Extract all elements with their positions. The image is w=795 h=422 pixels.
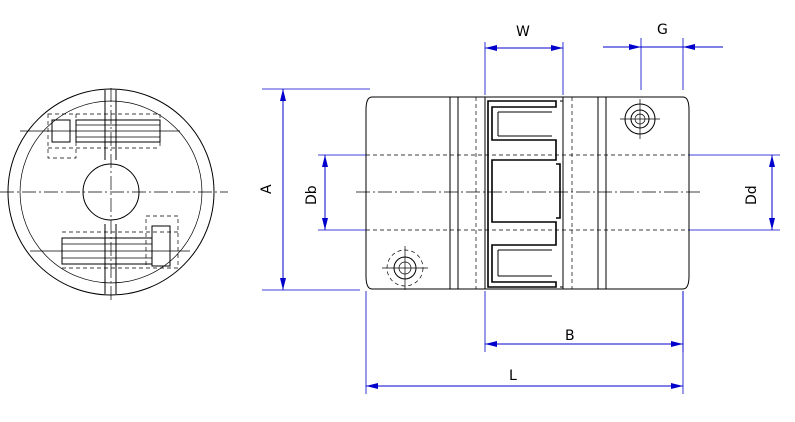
- top-clamp-screw: [20, 113, 180, 159]
- dimension-label-l: L: [509, 368, 517, 384]
- dimension-label-db: Db: [304, 185, 320, 205]
- dimension-label-b: B: [565, 328, 575, 344]
- side-view: [356, 96, 700, 290]
- dimension-label-dd: Dd: [744, 185, 760, 205]
- set-screw-bottom: [382, 246, 428, 290]
- set-screw-top: [620, 99, 660, 139]
- dimension-lines: [262, 38, 780, 394]
- dimension-label-a: A: [259, 184, 275, 194]
- dimension-label-g: G: [657, 22, 668, 38]
- end-view: [0, 88, 228, 300]
- dimension-label-w: W: [516, 24, 530, 40]
- spider-element: [487, 100, 563, 288]
- bottom-clamp-screw: [30, 215, 190, 269]
